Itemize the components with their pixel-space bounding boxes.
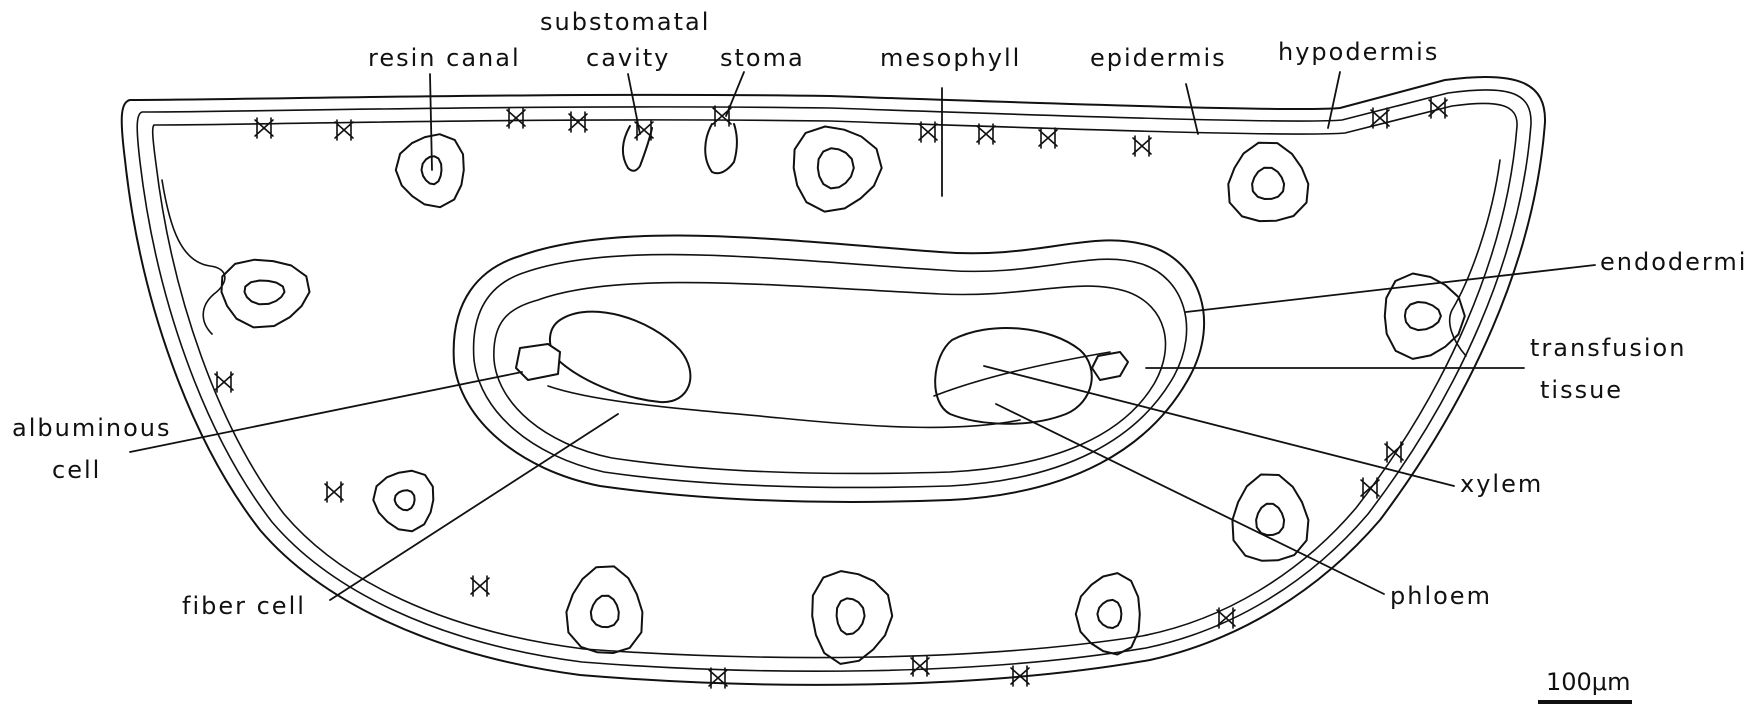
right-albuminous-cell: [1092, 352, 1128, 380]
right-vascular-bundle: [935, 328, 1092, 424]
stoma-guard-cells: [569, 112, 587, 132]
left-vascular-bundle: [550, 312, 690, 402]
resin-canal: [1228, 143, 1308, 221]
resin-canal: [794, 127, 882, 212]
stoma-guard-cells: [255, 118, 273, 138]
resin-canal-epithelium: [1385, 274, 1465, 359]
resin-canal-lumen: [245, 281, 285, 305]
resin-canal-epithelium: [373, 471, 433, 532]
label-stoma: stoma: [720, 44, 805, 72]
label-mesophyll: mesophyll: [880, 44, 1021, 72]
stoma-guard-cells: [1039, 128, 1057, 148]
resin-canal-lumen: [1097, 600, 1121, 628]
right-xylem-band: [934, 352, 1110, 396]
resin-canal-lumen: [1405, 302, 1441, 330]
resin-canal-epithelium: [222, 260, 310, 328]
resin-canal-epithelium: [794, 127, 882, 212]
resin-canal-lumen: [591, 596, 619, 627]
label-xylem: xylem: [1460, 470, 1543, 498]
stoma-guard-cells: [911, 656, 929, 676]
label-epidermis: epidermis: [1090, 44, 1227, 72]
stomata-group: [215, 98, 1447, 688]
resin-canal: [566, 566, 642, 653]
leader-albuminous-cell: [130, 372, 522, 452]
resin-canal-epithelium: [1232, 475, 1308, 561]
label-resin-canal: resin canal: [368, 44, 521, 72]
stoma-guard-cells: [471, 576, 489, 596]
label-albuminous-line2: cell: [52, 456, 101, 484]
label-albuminous-line1: albuminous: [12, 414, 171, 442]
stoma-guard-cells: [1361, 478, 1379, 498]
stoma-guard-cells: [1011, 666, 1029, 686]
stoma-guard-cells: [1385, 442, 1403, 462]
leader-epidermis: [1186, 84, 1198, 134]
stoma-guard-cells: [507, 108, 525, 128]
resin-canal: [1385, 274, 1465, 359]
epidermis-outer-line: [122, 77, 1545, 685]
labels: resin canal substomatal cavity stoma mes…: [12, 8, 1748, 620]
stoma-guard-cells: [325, 482, 343, 502]
substomatal-cavity: [705, 124, 737, 173]
label-fiber-cell: fiber cell: [182, 592, 306, 620]
stoma-guard-cells: [215, 372, 233, 392]
resin-canal-epithelium: [396, 134, 464, 207]
resin-canal: [1232, 475, 1308, 561]
vascular-cylinder: [454, 236, 1204, 502]
resin-canal: [396, 134, 464, 207]
epidermis-inner-line: [137, 90, 1531, 671]
scale-bar: 100μm: [1538, 668, 1632, 702]
resin-canal-epithelium: [812, 571, 892, 664]
resin-canal: [373, 471, 433, 532]
label-substomatal-line1: substomatal: [540, 8, 710, 36]
leader-fiber-cell: [330, 414, 618, 600]
resin-canal-epithelium: [566, 566, 642, 653]
leader-phloem: [996, 404, 1384, 594]
stoma-guard-cells: [1133, 136, 1151, 156]
resin-canal: [812, 571, 892, 664]
label-substomatal-line2: cavity: [586, 44, 670, 72]
label-transfusion-line1: transfusion: [1530, 334, 1686, 362]
resin-canal: [1076, 573, 1140, 654]
resin-canal-epithelium: [1228, 143, 1308, 221]
stoma-guard-cells: [1217, 608, 1235, 628]
resin-canal-epithelium: [1076, 573, 1140, 654]
leader-endodermis: [1186, 265, 1595, 312]
leader-stoma: [726, 72, 744, 116]
resin-canal-lumen: [818, 148, 854, 188]
resin-canal-lumen: [1256, 504, 1284, 535]
leaf-outline: [122, 77, 1545, 685]
label-endodermis: endodermis: [1600, 248, 1748, 276]
label-phloem: phloem: [1390, 582, 1492, 610]
scale-bar-label: 100μm: [1546, 668, 1630, 696]
label-transfusion-line2: tissue: [1540, 376, 1623, 404]
resin-canal-lumen: [395, 490, 415, 510]
leader-lines: [130, 72, 1595, 600]
leader-resin-canal: [430, 74, 432, 170]
resin-canal-lumen: [837, 598, 865, 634]
leader-substomatal-cavity: [628, 74, 640, 134]
resin-canal-lumen: [1252, 168, 1284, 199]
stoma-guard-cells: [1429, 98, 1447, 118]
stoma-guard-cells: [709, 668, 727, 688]
resin-canal: [222, 260, 310, 328]
label-hypodermis: hypodermis: [1278, 38, 1439, 66]
left-albuminous-cell: [516, 344, 560, 380]
